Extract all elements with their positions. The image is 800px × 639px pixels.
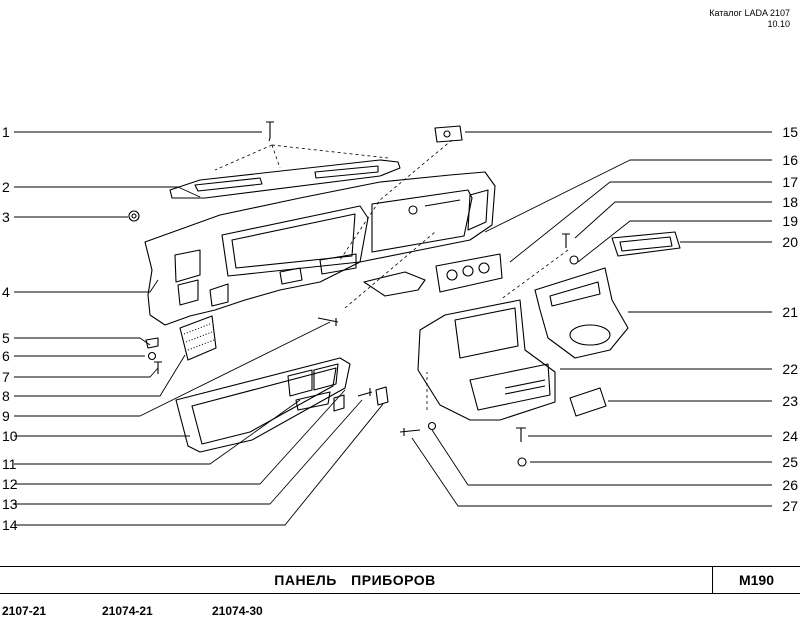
- page-title: ПАНЕЛЬ ПРИБОРОВ: [274, 572, 436, 588]
- callout-22: 22: [782, 361, 798, 377]
- exploded-parts-drawing: [14, 121, 772, 526]
- callout-17: 17: [782, 174, 798, 190]
- part-2-top-trim: [169, 159, 401, 199]
- callout-20: 20: [782, 234, 798, 250]
- part-18-bolt: [562, 233, 570, 248]
- part-8-grille: [179, 315, 217, 361]
- part-26-washer: [427, 421, 437, 431]
- part-17-switch-panel: [435, 253, 503, 293]
- callout-13: 13: [2, 496, 18, 512]
- callout-21: 21: [782, 304, 798, 320]
- part-7-screw: [154, 361, 162, 374]
- callout-27: 27: [782, 498, 798, 514]
- section-code: М190: [712, 567, 800, 593]
- callout-5: 5: [2, 330, 10, 346]
- callout-7: 7: [2, 369, 10, 385]
- catalog-header: Каталог LADA 2107 10.10: [709, 8, 790, 30]
- callout-15: 15: [782, 124, 798, 140]
- callout-12: 12: [2, 476, 18, 492]
- part-21-tray: [534, 267, 629, 359]
- callout-24: 24: [782, 428, 798, 444]
- callout-11: 11: [2, 456, 17, 472]
- model-item: 21074-21: [102, 604, 153, 618]
- part-14-plug: [375, 386, 389, 406]
- part-16-handle: [363, 271, 426, 297]
- callout-8: 8: [2, 388, 10, 404]
- callout-2: 2: [2, 179, 10, 195]
- part-9-screw: [317, 317, 339, 326]
- callout-25: 25: [782, 454, 798, 470]
- callout-1: 1: [2, 124, 10, 140]
- callout-26: 26: [782, 477, 798, 493]
- part-27-screw: [399, 428, 421, 436]
- part-4-dashboard: [144, 171, 496, 326]
- callout-19: 19: [782, 213, 798, 229]
- part-24-screw: [516, 427, 526, 442]
- model-item: 2107-21: [2, 604, 47, 618]
- callout-14: 14: [2, 517, 18, 533]
- title-bar: ПАНЕЛЬ ПРИБОРОВ М190: [0, 566, 800, 594]
- part-5-clip: [145, 337, 159, 349]
- part-23-plate: [569, 387, 607, 417]
- assembly-dashes: [214, 139, 569, 410]
- part-12-switch: [333, 394, 345, 412]
- part-19-washer: [569, 255, 579, 265]
- part-10-frame: [175, 357, 351, 453]
- callout-6: 6: [2, 348, 10, 364]
- part-3-nut: [128, 210, 140, 222]
- callout-10: 10: [2, 428, 18, 444]
- part-15-bracket: [434, 125, 463, 143]
- callout-9: 9: [2, 408, 10, 424]
- leader-lines-right: [411, 131, 772, 507]
- callout-18: 18: [782, 194, 798, 210]
- part-6-washer: [147, 351, 157, 361]
- catalog-name: Каталог LADA 2107: [709, 8, 790, 18]
- catalog-date: 10.10: [767, 19, 790, 29]
- model-item: 21074-30: [212, 604, 263, 618]
- part-13-bolt: [357, 388, 373, 397]
- part-22-console: [417, 299, 556, 421]
- callout-4: 4: [2, 284, 10, 300]
- callout-16: 16: [782, 152, 798, 168]
- callout-23: 23: [782, 393, 798, 409]
- part-1-screw: [266, 121, 274, 142]
- callout-3: 3: [2, 209, 10, 225]
- part-25-washer: [517, 457, 527, 467]
- part-20-cover: [611, 231, 681, 257]
